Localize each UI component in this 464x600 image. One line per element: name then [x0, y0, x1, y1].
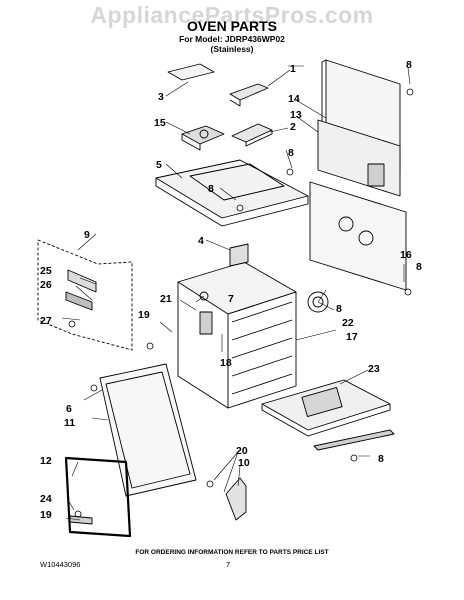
part-hinge-25	[67, 269, 97, 293]
part-sensor-21	[199, 291, 209, 301]
callout-11: 11	[64, 417, 75, 429]
part-door-frame-11	[99, 363, 197, 497]
page-number: 7	[226, 560, 231, 569]
part-bracket-1	[229, 83, 269, 101]
callout-12: 12	[40, 455, 52, 467]
part-plate-26	[65, 291, 93, 311]
ordering-note: FOR ORDERING INFORMATION REFER TO PARTS …	[135, 549, 329, 556]
callout-8: 8	[336, 303, 342, 315]
callout-5: 5	[156, 159, 162, 171]
callout-8: 8	[406, 59, 412, 71]
part-element-18	[199, 311, 213, 335]
callout-26: 26	[40, 279, 52, 291]
callout-25: 25	[40, 265, 52, 277]
callout-21: 21	[160, 293, 172, 305]
callout-8: 8	[378, 453, 384, 465]
callout-7: 7	[228, 293, 234, 305]
callout-1: 1	[290, 63, 296, 75]
callout-2: 2	[290, 121, 296, 133]
part-trim-24	[69, 515, 93, 525]
callout-14: 14	[288, 93, 300, 105]
callout-19: 19	[40, 509, 52, 521]
callout-6: 6	[66, 403, 72, 415]
callout-27: 27	[40, 315, 52, 327]
part-plate-3	[167, 63, 215, 81]
callout-15: 15	[154, 117, 166, 129]
callout-18: 18	[220, 357, 232, 369]
part-thermostat-15	[181, 125, 225, 145]
part-dashed-box-9	[37, 239, 133, 351]
callout-8: 8	[416, 261, 422, 273]
callout-20: 20	[236, 445, 248, 457]
callout-24: 24	[40, 493, 52, 505]
callout-22: 22	[342, 317, 354, 329]
finish-line: (Stainless)	[210, 44, 254, 54]
callout-17: 17	[346, 331, 358, 343]
part-bracket-2	[231, 123, 273, 143]
callout-3: 3	[158, 91, 164, 103]
part-gasket-12	[64, 456, 132, 538]
callout-4: 4	[198, 235, 204, 247]
part-top-cover-5	[155, 159, 309, 219]
model-line: For Model: JDRP436WP02	[179, 34, 285, 44]
watermark: AppliancePartsPros.com	[90, 2, 374, 28]
page-title: OVEN PARTS	[187, 18, 277, 34]
part-bracket-4	[229, 243, 249, 267]
screws	[68, 88, 414, 518]
callout-8: 8	[208, 183, 214, 195]
part-code: W10443096	[40, 560, 81, 569]
part-latch-10	[225, 477, 247, 521]
callout-8: 8	[288, 147, 294, 159]
callout-16: 16	[400, 249, 412, 261]
callout-19: 19	[138, 309, 150, 321]
part-rail	[313, 429, 395, 451]
callout-13: 13	[290, 109, 302, 121]
callout-23: 23	[368, 363, 380, 375]
callout-9: 9	[84, 229, 90, 241]
part-gasket-22	[307, 291, 329, 313]
callout-10: 10	[238, 457, 250, 469]
part-heat-shield-16	[309, 181, 407, 291]
